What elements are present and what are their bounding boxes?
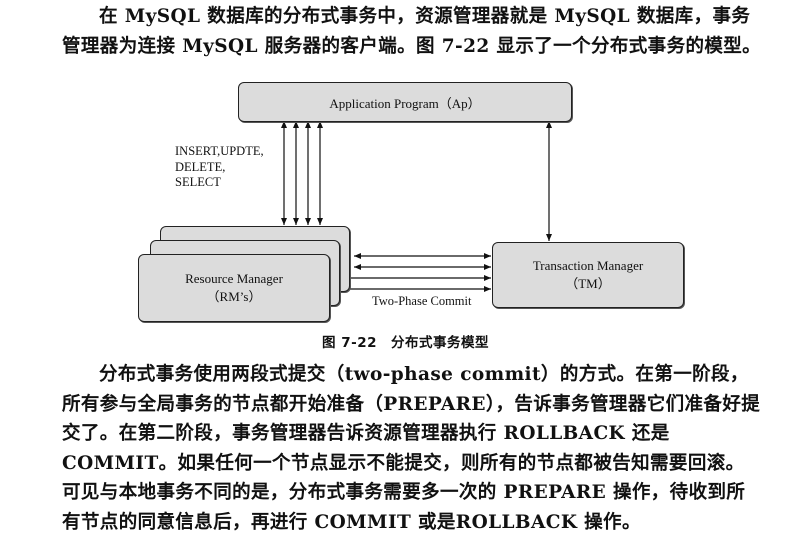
resource-manager-label: Resource Manager bbox=[185, 271, 283, 286]
resource-manager-abbr: （RM’s） bbox=[206, 289, 262, 304]
resource-manager-box: Resource Manager （RM’s） bbox=[138, 254, 330, 322]
application-program-box: Application Program（Ap） bbox=[238, 82, 572, 122]
figure-title: 分布式事务模型 bbox=[390, 335, 489, 351]
figure-caption: 图 7-22 分布式事务模型 bbox=[322, 331, 489, 351]
two-phase-commit-label: Two-Phase Commit bbox=[372, 294, 472, 308]
intro-paragraph: 在 MySQL 数据库的分布式事务中，资源管理器就是 MySQL 数据库，事务管… bbox=[62, 6, 762, 57]
body-paragraph: 分布式事务使用两段式提交（two-phase commit）的方式。在第一阶段，… bbox=[62, 364, 761, 533]
sql-op: SELECT bbox=[175, 175, 221, 189]
transaction-manager-box: Transaction Manager （TM） bbox=[492, 242, 684, 308]
figure-number: 图 7-22 bbox=[322, 335, 377, 351]
transaction-manager-label: Transaction Manager bbox=[532, 258, 644, 273]
sql-op: INSERT,UPDTE, bbox=[175, 144, 264, 158]
application-program-label: Application Program（Ap） bbox=[329, 95, 481, 111]
transaction-manager-abbr: （TM） bbox=[565, 276, 611, 291]
sql-op: DELETE, bbox=[175, 159, 226, 174]
sql-operations-label: INSERT,UPDTE, DELETE, SELECT bbox=[175, 144, 264, 191]
